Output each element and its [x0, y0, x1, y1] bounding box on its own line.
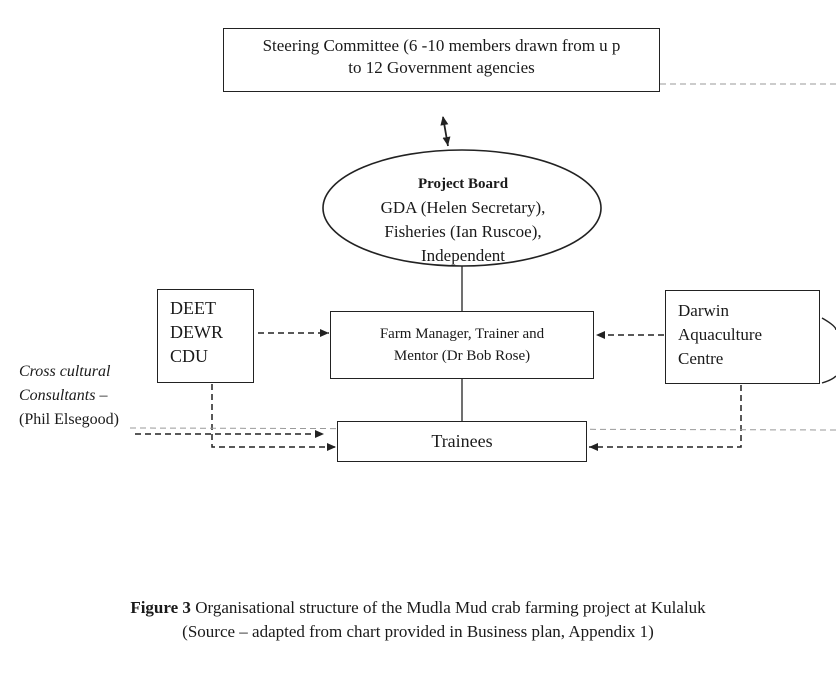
- right-box-line-1: Darwin: [678, 301, 729, 320]
- cross-cultural-consultants: Cross cultural Consultants – (Phil Elseg…: [19, 360, 119, 432]
- right-trainees-arrow: [589, 385, 742, 451]
- caption-line-2: (Source – adapted from chart provided in…: [182, 622, 654, 641]
- farm-line-1: Farm Manager, Trainer and: [379, 326, 545, 342]
- trainees-box: Trainees: [337, 421, 587, 462]
- right-edge-curve: [821, 317, 836, 331]
- right-edge-curve-lower: [821, 375, 836, 384]
- caption-figure-label: Figure 3: [130, 598, 191, 617]
- farm-manager-box: Farm Manager, Trainer and Mentor (Dr Bob…: [330, 311, 594, 379]
- right-box-line-2: Aquaculture: [678, 325, 763, 344]
- steering-line-2: to 12 Government agencies: [348, 58, 535, 77]
- project-board-title: Project Board: [417, 176, 509, 192]
- darwin-aquaculture-box: Darwin Aquaculture Centre: [665, 290, 820, 384]
- project-board-line-2: Fisheries (Ian Ruscoe),: [384, 222, 542, 241]
- cross-line-2: Consultants –: [19, 387, 108, 404]
- left-box-line-3: CDU: [170, 346, 209, 366]
- farm-line-2: Mentor (Dr Bob Rose): [393, 348, 531, 364]
- project-board-line-1: GDA (Helen Secretary),: [380, 198, 546, 217]
- right-box-line-3: Centre: [678, 349, 724, 368]
- left-box-line-2: DEWR: [170, 322, 223, 342]
- project-board: Project Board GDA (Helen Secretary), Fis…: [325, 172, 601, 268]
- figure-caption: Figure 3 Organisational structure of the…: [0, 596, 836, 644]
- left-box-line-1: DEET: [170, 298, 216, 318]
- caption-line-1: Organisational structure of the Mudla Mu…: [190, 598, 706, 617]
- cross-line-1: Cross cultural: [19, 363, 111, 380]
- deet-dewr-cdu-box: DEET DEWR CDU: [157, 289, 254, 383]
- steering-committee-box: Steering Committee (6 -10 members drawn …: [223, 28, 660, 92]
- cross-line-3: (Phil Elsegood): [19, 411, 119, 428]
- project-board-line-3: Independent: [420, 246, 506, 265]
- steering-board-arrow: [440, 116, 451, 147]
- trainees-label: Trainees: [431, 431, 493, 451]
- steering-line-1: Steering Committee (6 -10 members drawn …: [262, 36, 621, 55]
- left-trainees-arrow: [211, 384, 336, 451]
